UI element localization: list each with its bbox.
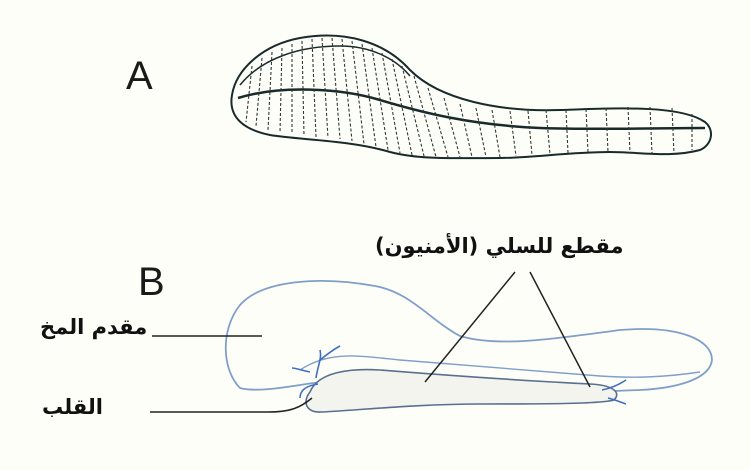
forebrain-label: مقدم المخ bbox=[40, 317, 147, 338]
leader-amnion-right bbox=[530, 272, 590, 387]
panel-b-amnion-body bbox=[306, 370, 617, 413]
panel-b-letter: B bbox=[138, 262, 165, 302]
amnion-section-label: مقطع للسلي (الأمنيون) bbox=[375, 236, 623, 257]
panel-b-embryo bbox=[226, 281, 712, 412]
panel-a-letter: A bbox=[126, 56, 153, 96]
leader-heart bbox=[150, 398, 312, 412]
panel-a-embryo bbox=[231, 36, 711, 159]
heart-label: القلب bbox=[42, 397, 103, 418]
